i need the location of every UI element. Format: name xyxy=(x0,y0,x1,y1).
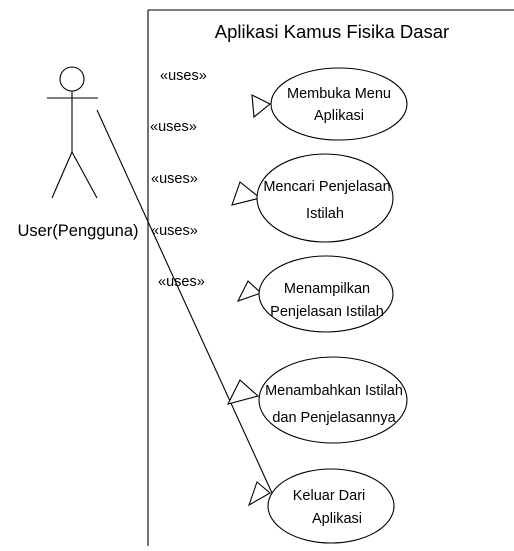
use-case-line-2: Penjelasan Istilah xyxy=(270,304,384,320)
actor-head xyxy=(59,66,85,92)
use-case-line-2: Istilah xyxy=(306,206,344,222)
use-case-line-2: dan Penjelasannya xyxy=(272,410,396,426)
use-case-3: Menampilkan Penjelasan Istilah xyxy=(258,255,394,333)
uses-labels: «uses» «uses» «uses» «uses» «uses» xyxy=(150,68,207,290)
arrowhead-uc1 xyxy=(251,94,272,119)
arrowhead-uc4 xyxy=(226,379,260,405)
actor-right-leg xyxy=(71,151,98,199)
use-case-ellipse xyxy=(258,356,408,444)
use-case-ellipse xyxy=(256,153,394,243)
arrowheads xyxy=(226,94,272,507)
uses-label-1: «uses» xyxy=(160,68,207,84)
use-case-2: Mencari Penjelasan Istilah xyxy=(256,153,394,243)
system-boundary: Aplikasi Kamus Fisika Dasar xyxy=(147,9,514,546)
uses-label-3: «uses» xyxy=(151,171,198,187)
use-case-line-1: Mencari Penjelasan xyxy=(263,179,390,195)
use-case-ellipse xyxy=(267,468,395,544)
use-case-line-1: Menambahkan Istilah xyxy=(265,383,403,399)
uses-label-5: «uses» xyxy=(158,274,205,290)
use-case-line-1: Keluar Dari xyxy=(293,488,366,504)
arrowhead-uc3 xyxy=(236,280,263,302)
use-case-ellipse xyxy=(258,255,394,333)
use-case-ellipse xyxy=(270,67,408,141)
use-case-line-1: Membuka Menu xyxy=(287,86,391,102)
use-case-1: Membuka Menu Aplikasi xyxy=(270,67,408,141)
use-case-line-2: Aplikasi xyxy=(312,511,362,527)
uses-label-2: «uses» xyxy=(150,119,197,135)
association-line xyxy=(96,109,273,494)
actor-user: User(Pengguna) xyxy=(17,66,139,240)
use-case-line-2: Aplikasi xyxy=(314,108,364,124)
actor-left-leg xyxy=(51,151,73,199)
uses-label-4: «uses» xyxy=(151,223,198,239)
use-case-line-1: Menampilkan xyxy=(284,281,370,297)
actor-label: User(Pengguna) xyxy=(17,222,138,240)
arrowhead-uc2 xyxy=(231,181,262,206)
use-case-5: Keluar Dari Aplikasi xyxy=(267,468,395,544)
system-title: Aplikasi Kamus Fisika Dasar xyxy=(215,21,449,42)
arrowhead-uc5 xyxy=(247,481,271,507)
use-case-4: Menambahkan Istilah dan Penjelasannya xyxy=(258,356,408,444)
